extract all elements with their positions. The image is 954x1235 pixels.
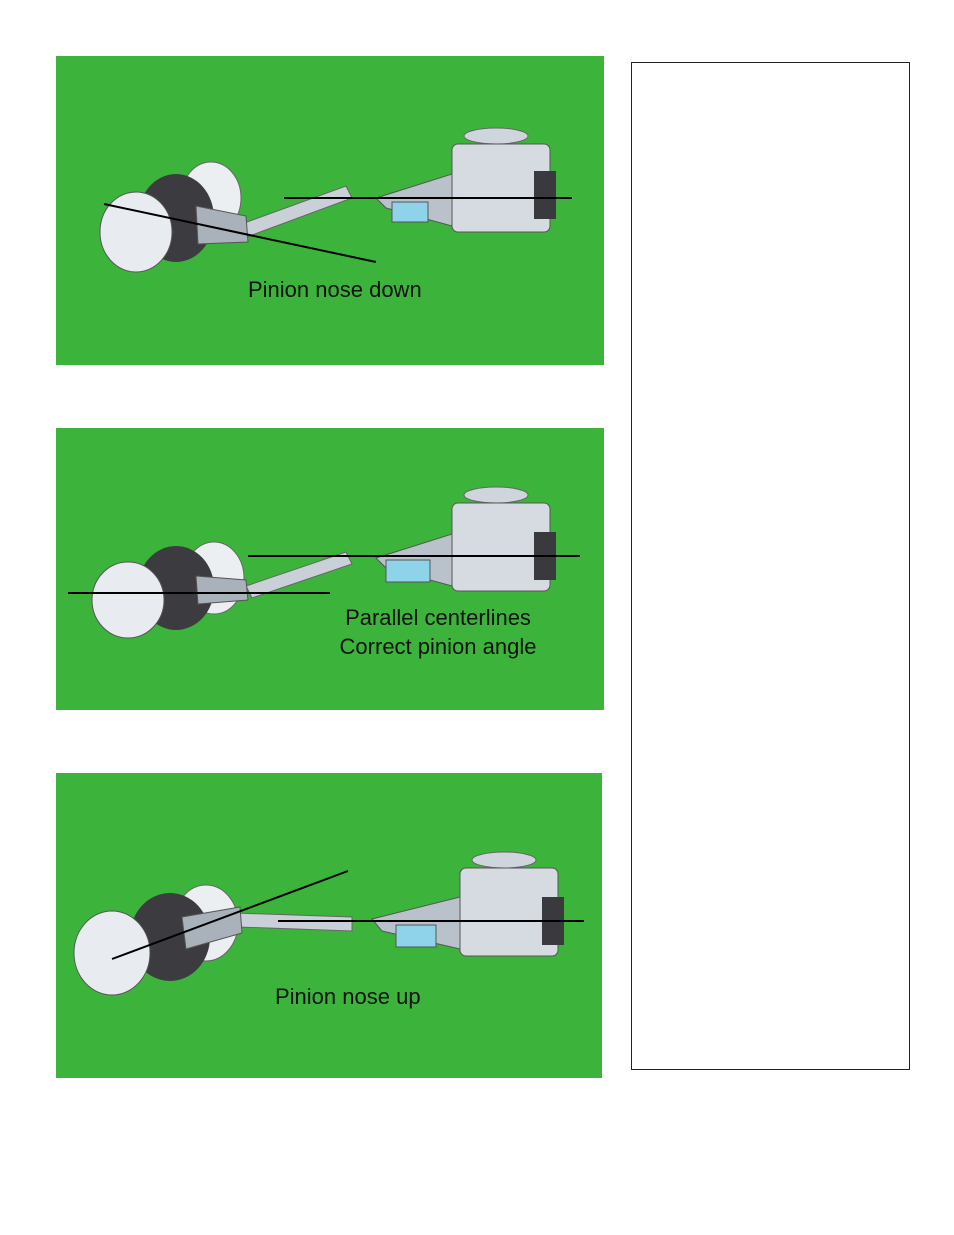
driveshaft bbox=[245, 551, 353, 599]
driveshaft bbox=[235, 185, 353, 239]
caption-parallel-centerlines: Parallel centerlines Correct pinion angl… bbox=[318, 603, 558, 661]
pinion-centerline bbox=[103, 203, 377, 263]
transmission-body bbox=[375, 486, 556, 592]
transmission-body bbox=[375, 127, 556, 233]
caption-line-1: Parallel centerlines bbox=[345, 605, 531, 630]
pinion-centerline bbox=[111, 870, 349, 960]
drivetrain-illustration bbox=[68, 486, 580, 639]
panel-correct-pinion-angle: Parallel centerlines Correct pinion angl… bbox=[56, 428, 604, 710]
panel-pinion-nose-down: Pinion nose down bbox=[56, 56, 604, 365]
rear-axle-differential bbox=[73, 884, 243, 996]
notes-box bbox=[631, 62, 910, 1070]
caption-pinion-nose-up: Pinion nose up bbox=[275, 984, 421, 1009]
rear-axle-differential bbox=[91, 541, 249, 639]
panel-pinion-nose-up: Pinion nose up bbox=[56, 773, 602, 1078]
drivetrain-illustration bbox=[73, 851, 584, 996]
drivetrain-illustration bbox=[99, 127, 572, 273]
rear-axle-differential bbox=[99, 161, 249, 273]
caption-line-2: Correct pinion angle bbox=[339, 634, 537, 659]
transmission-body bbox=[371, 851, 564, 957]
caption-pinion-nose-down: Pinion nose down bbox=[248, 277, 422, 302]
